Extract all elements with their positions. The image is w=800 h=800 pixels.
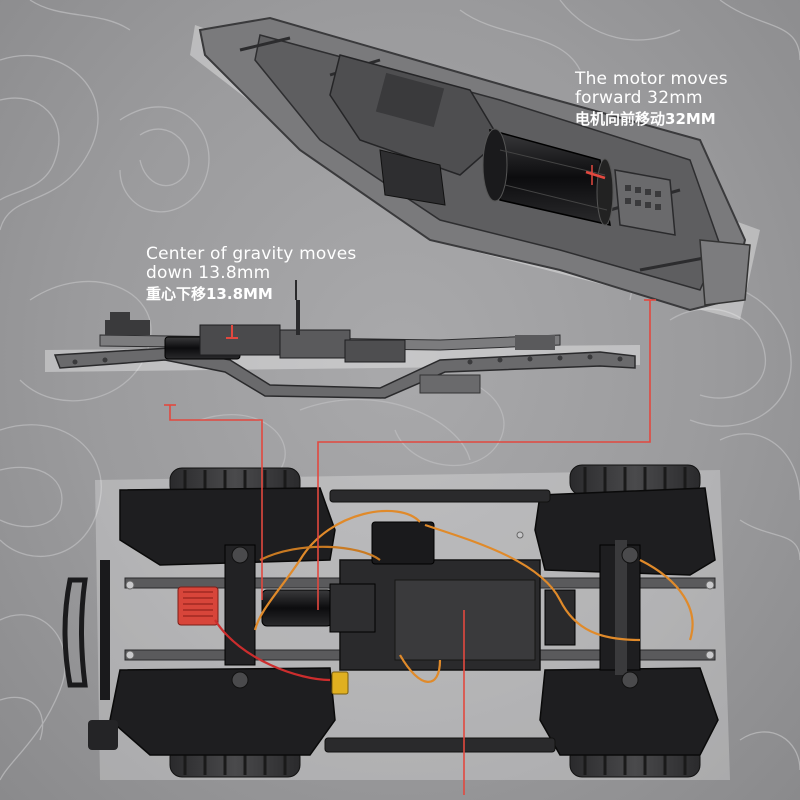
motor-callout-line1: The motor moves [575,69,728,89]
gravity-callout-line1: Center of gravity moves [146,244,357,264]
tire-front-right [569,464,701,496]
side-view-chassis [45,300,640,399]
center-of-gravity-callout: Center of gravity moves down 13.8mm 重心下移… [146,244,357,304]
esc-heatsink-icon [177,586,219,626]
gravity-callout-line2: down 13.8mm [146,263,271,284]
top-down-chassis-view [62,464,730,780]
motor-callout-line2: forward 32mm [575,88,703,109]
motor-forward-callout: The motor moves forward 32mm 电机向前移动32MM [575,69,728,129]
leader-lines [164,299,656,795]
isometric-chassis-view [190,16,760,320]
motor-icon [482,128,614,226]
gravity-callout-zh: 重心下移13.8MM [146,285,273,304]
motor-callout-zh: 电机向前移动32MM [575,110,716,129]
